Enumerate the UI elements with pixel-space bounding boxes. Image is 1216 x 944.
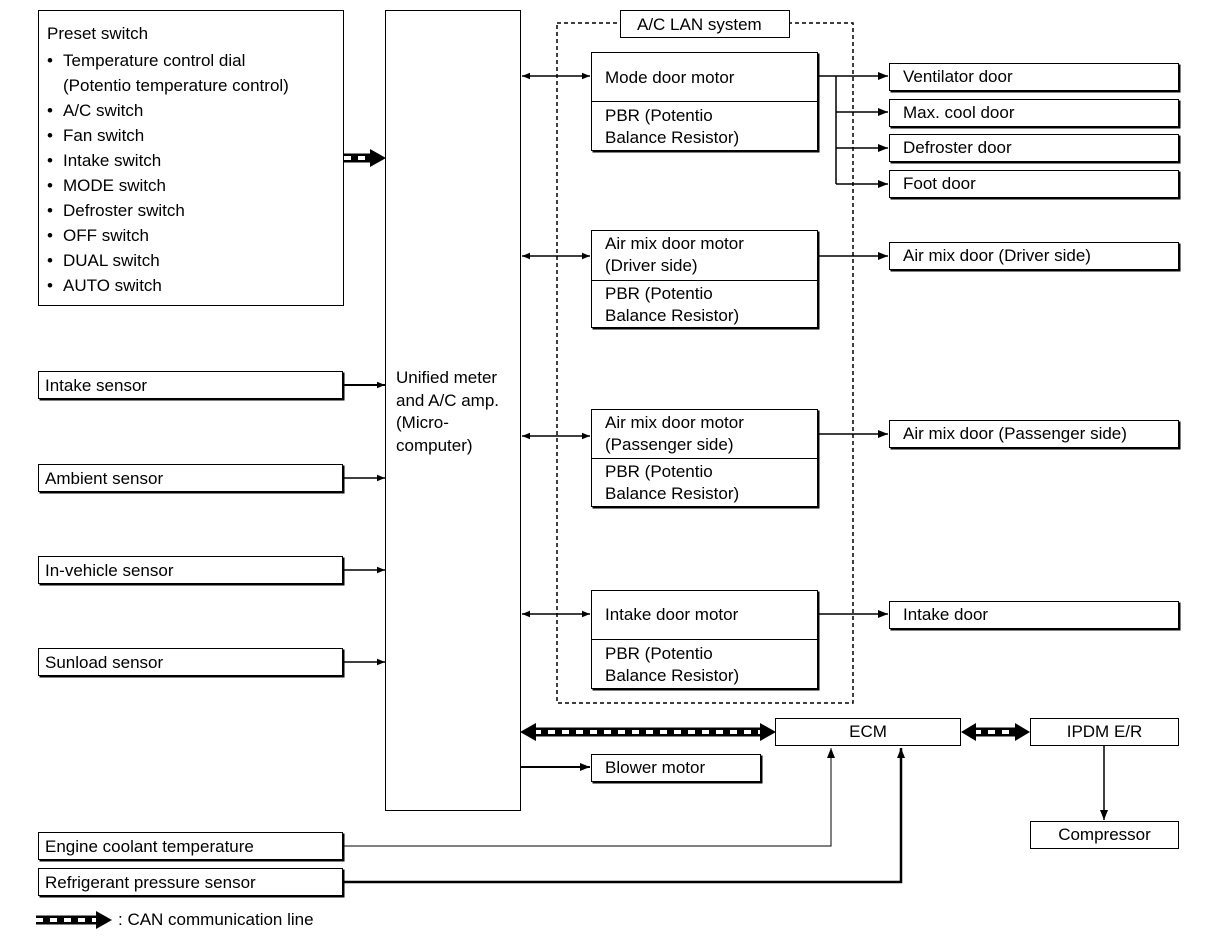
ecm-box: ECM [775,718,961,746]
preset-switch-item: Intake switch [47,148,289,173]
wire-refrigerant-ecm [343,748,905,884]
preset-switch-item: Temperature control dial [47,48,289,73]
refrigerant-sensor-box: Refrigerant pressure sensor [38,868,343,896]
air-mix-driver-door-label: Air mix door (Driver side) [903,246,1091,265]
ventilator-door-box: Ventilator door [889,63,1179,91]
legend-can-label: : CAN communication line [118,910,314,929]
passenger-motor-divider [592,458,817,459]
can-line-amp-ecm [520,723,776,741]
driver-motor-divider [592,280,817,281]
can-line-preset [344,149,386,167]
foot-door-label: Foot door [903,174,976,193]
ventilator-door-label: Ventilator door [903,67,1013,86]
ipdm-box: IPDM E/R [1030,718,1179,746]
preset-switch-item: Fan switch [47,123,289,148]
mode-motor-pbr: PBR (Potentio Balance Resistor) [605,106,740,147]
intake-motor-label: Intake door motor [605,605,739,624]
foot-door-box: Foot door [889,170,1179,198]
lan-title-label: A/C LAN system [637,15,762,34]
preset-switch-item: AUTO switch [47,273,289,298]
intake-motor-divider [592,639,817,640]
sunload-sensor-label: Sunload sensor [45,653,164,672]
in-vehicle-sensor-label: In-vehicle sensor [45,561,174,580]
wire-coolant-ecm [343,748,835,847]
passenger-motor-pbr: PBR (Potentio Balance Resistor) [605,462,740,503]
air-mix-passenger-door-label: Air mix door (Passenger side) [903,424,1127,443]
passenger-motor-box: Air mix door motor (Passenger side) PBR … [591,409,818,507]
intake-motor-pbr: PBR (Potentio Balance Resistor) [605,644,740,685]
driver-motor-box: Air mix door motor (Driver side) PBR (Po… [591,230,818,328]
intake-sensor-box: Intake sensor [38,371,343,399]
lan-title-box: A/C LAN system [620,10,790,38]
defroster-door-box: Defroster door [889,134,1179,162]
unified-amp-box: Unified meter and A/C amp. (Micro- compu… [385,10,521,811]
intake-sensor-label: Intake sensor [45,376,148,395]
ambient-sensor-box: Ambient sensor [38,464,343,492]
air-mix-passenger-door-box: Air mix door (Passenger side) [889,420,1179,448]
in-vehicle-sensor-box: In-vehicle sensor [38,556,343,584]
engine-coolant-label: Engine coolant temperature [45,837,254,856]
can-line-ecm-ipdm [961,723,1030,741]
preset-switch-item: Defroster switch [47,198,289,223]
driver-motor-label: Air mix door motor (Driver side) [605,234,744,275]
preset-switch-item: DUAL switch [47,248,289,273]
intake-motor-box: Intake door motor PBR (Potentio Balance … [591,590,818,689]
compressor-label: Compressor [1058,825,1151,844]
blower-motor-box: Blower motor [591,754,761,782]
sunload-sensor-box: Sunload sensor [38,648,343,676]
blower-motor-label: Blower motor [605,758,706,777]
preset-switch-item: (Potentio temperature control) [63,76,289,95]
passenger-motor-label: Air mix door motor (Passenger side) [605,413,744,454]
intake-door-label: Intake door [903,605,989,624]
wire-mode-doors [818,72,888,188]
mode-motor-label: Mode door motor [605,68,735,87]
unified-amp-label: Unified meter and A/C amp. (Micro- compu… [396,368,500,455]
preset-switch-item: OFF switch [47,223,289,248]
preset-switch-item: A/C switch [47,98,289,123]
ambient-sensor-label: Ambient sensor [45,469,164,488]
legend-can-sample [36,911,112,929]
mode-motor-box: Mode door motor PBR (Potentio Balance Re… [591,52,818,151]
preset-switch-title: Preset switch [47,24,149,43]
engine-coolant-box: Engine coolant temperature [38,832,343,860]
compressor-box: Compressor [1030,821,1179,849]
ipdm-label: IPDM E/R [1066,722,1143,741]
air-mix-driver-door-box: Air mix door (Driver side) [889,242,1179,270]
max-cool-door-label: Max. cool door [903,103,1015,122]
defroster-door-label: Defroster door [903,138,1012,157]
ecm-label: ECM [849,722,887,741]
preset-switch-box: Preset switch Temperature control dial (P… [38,10,344,306]
preset-switch-item: MODE switch [47,173,289,198]
refrigerant-sensor-label: Refrigerant pressure sensor [45,873,256,892]
mode-motor-divider [592,101,817,102]
driver-motor-pbr: PBR (Potentio Balance Resistor) [605,284,740,325]
max-cool-door-box: Max. cool door [889,99,1179,127]
preset-switch-list: Temperature control dial (Potentio temper… [47,48,289,298]
intake-door-box: Intake door [889,601,1179,629]
